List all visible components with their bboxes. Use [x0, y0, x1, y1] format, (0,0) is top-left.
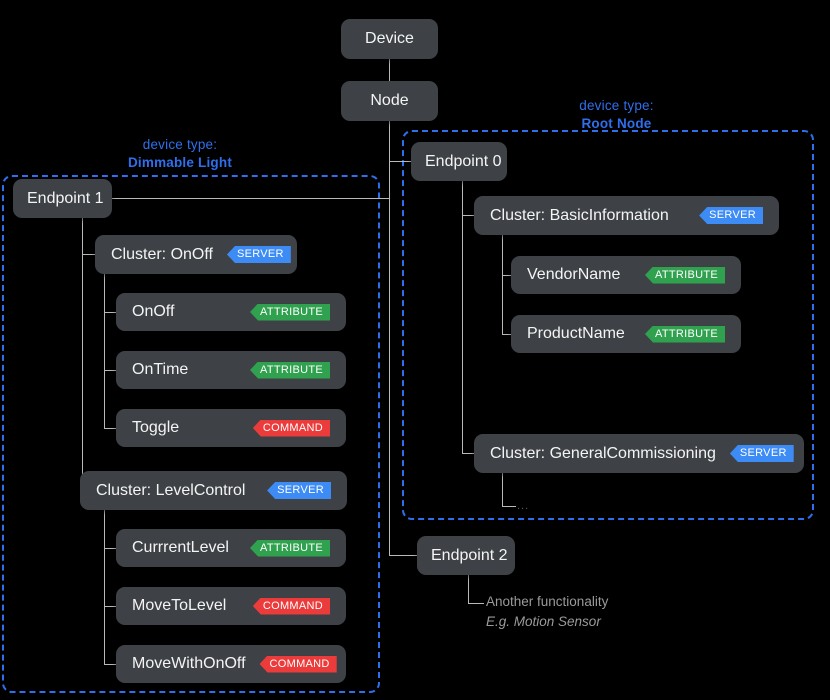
group-label-root-node-name: Root Node	[581, 116, 652, 131]
connector-generalcommissioning-more	[502, 506, 516, 507]
node-node[interactable]: Node	[341, 81, 438, 121]
group-box-root-node	[402, 130, 814, 520]
node-attribute-currentlevel[interactable]: CurrrentLevel ATTRIBUTE	[116, 529, 346, 567]
node-attribute-productname-label: ProductName	[527, 325, 625, 342]
connector-onoff-attr-onoff	[104, 312, 118, 313]
connector-basicinformation-productname	[502, 334, 516, 335]
badge-attribute: ATTRIBUTE	[250, 539, 330, 557]
node-cluster-levelcontrol-label: Cluster: LevelControl	[96, 481, 246, 499]
connector-levelcontrol-attr-currentlevel	[104, 548, 118, 549]
node-command-movetolevel[interactable]: MoveToLevel COMMAND	[116, 587, 346, 625]
group-label-root-node-prefix: device type:	[579, 98, 654, 113]
connector-trunk-endpoint0	[389, 161, 411, 162]
node-attribute-currentlevel-label: CurrrentLevel	[132, 539, 229, 556]
node-endpoint-1[interactable]: Endpoint 1	[13, 179, 112, 218]
connector-endpoint0-generalcommissioning	[462, 453, 484, 454]
connector-onoff-spine	[104, 272, 105, 428]
badge-attribute: ATTRIBUTE	[250, 361, 330, 379]
node-endpoint-1-label: Endpoint 1	[27, 189, 104, 207]
connector-node-trunk	[389, 121, 390, 555]
node-command-movewithonoff[interactable]: MoveWithOnOff COMMAND	[116, 645, 346, 683]
connector-onoff-attr-ontime	[104, 370, 118, 371]
connector-endpoint0-basicinformation	[462, 215, 484, 216]
connector-onoff-cmd-toggle	[104, 428, 118, 429]
group-label-dimmable-light-prefix: device type:	[142, 137, 218, 152]
node-command-toggle[interactable]: Toggle COMMAND	[116, 409, 346, 447]
connector-endpoint1-onoff	[82, 254, 104, 255]
group-label-dimmable-light: device type: Dimmable Light	[85, 136, 275, 172]
node-attribute-onoff-label: OnOff	[132, 303, 175, 320]
connector-levelcontrol-spine	[104, 508, 105, 664]
node-cluster-basicinformation[interactable]: Cluster: BasicInformation SERVER	[474, 196, 779, 235]
node-attribute-vendorname[interactable]: VendorName ATTRIBUTE	[511, 256, 741, 294]
node-endpoint-2-label: Endpoint 2	[431, 546, 508, 564]
endpoint-2-annotation-line2: E.g. Motion Sensor	[486, 614, 601, 629]
node-cluster-generalcommissioning[interactable]: Cluster: GeneralCommissioning SERVER	[474, 434, 804, 473]
node-attribute-ontime[interactable]: OnTime ATTRIBUTE	[116, 351, 346, 389]
node-device-label: Device	[365, 30, 414, 47]
connector-basicinformation-spine	[502, 234, 503, 334]
connector-endpoint2-annotation	[468, 603, 484, 604]
badge-server: SERVER	[699, 207, 763, 224]
connector-endpoint1-spine	[82, 218, 83, 490]
node-endpoint-2[interactable]: Endpoint 2	[417, 536, 515, 575]
node-cluster-basicinformation-label: Cluster: BasicInformation	[490, 206, 669, 224]
group-label-dimmable-light-name: Dimmable Light	[127, 155, 233, 170]
generalcommissioning-more-ellipsis: ...	[517, 500, 530, 512]
connector-endpoint2-spine	[468, 575, 469, 603]
node-attribute-onoff[interactable]: OnOff ATTRIBUTE	[116, 293, 346, 331]
node-device[interactable]: Device	[341, 19, 438, 59]
node-cluster-generalcommissioning-label: Cluster: GeneralCommissioning	[490, 444, 716, 462]
node-attribute-productname[interactable]: ProductName ATTRIBUTE	[511, 315, 741, 353]
node-endpoint-0-label: Endpoint 0	[425, 152, 502, 170]
group-box-dimmable-light	[2, 175, 380, 693]
badge-command: COMMAND	[259, 655, 337, 673]
connector-generalcommissioning-spine	[502, 472, 503, 506]
node-cluster-onoff[interactable]: Cluster: OnOff SERVER	[95, 235, 297, 274]
badge-attribute: ATTRIBUTE	[250, 303, 330, 321]
badge-server: SERVER	[226, 246, 291, 263]
badge-attribute: ATTRIBUTE	[645, 266, 725, 284]
connector-trunk-endpoint2	[389, 555, 417, 556]
node-command-movetolevel-label: MoveToLevel	[132, 597, 227, 614]
badge-command: COMMAND	[252, 597, 330, 615]
group-label-root-node: device type: Root Node	[529, 97, 704, 133]
badge-attribute: ATTRIBUTE	[645, 325, 725, 343]
node-attribute-vendorname-label: VendorName	[527, 266, 621, 283]
node-attribute-ontime-label: OnTime	[132, 361, 189, 378]
connector-device-node	[389, 59, 390, 81]
node-endpoint-0[interactable]: Endpoint 0	[411, 142, 507, 181]
connector-basicinformation-vendorname	[502, 275, 516, 276]
node-node-label: Node	[370, 92, 409, 109]
connector-levelcontrol-cmd-movetolevel	[104, 606, 118, 607]
node-command-movewithonoff-label: MoveWithOnOff	[132, 655, 246, 672]
endpoint-2-annotation-line1: Another functionality	[486, 594, 609, 609]
endpoint-2-annotation: Another functionality E.g. Motion Sensor	[486, 592, 608, 632]
connector-trunk-endpoint1	[112, 198, 390, 199]
node-cluster-levelcontrol[interactable]: Cluster: LevelControl SERVER	[80, 471, 347, 510]
badge-command: COMMAND	[252, 419, 330, 437]
badge-server: SERVER	[267, 482, 331, 499]
connector-endpoint0-spine	[462, 181, 463, 453]
badge-server: SERVER	[729, 445, 794, 462]
node-command-toggle-label: Toggle	[132, 419, 180, 436]
node-cluster-onoff-label: Cluster: OnOff	[111, 245, 213, 263]
connector-levelcontrol-cmd-movewithonoff	[104, 664, 118, 665]
